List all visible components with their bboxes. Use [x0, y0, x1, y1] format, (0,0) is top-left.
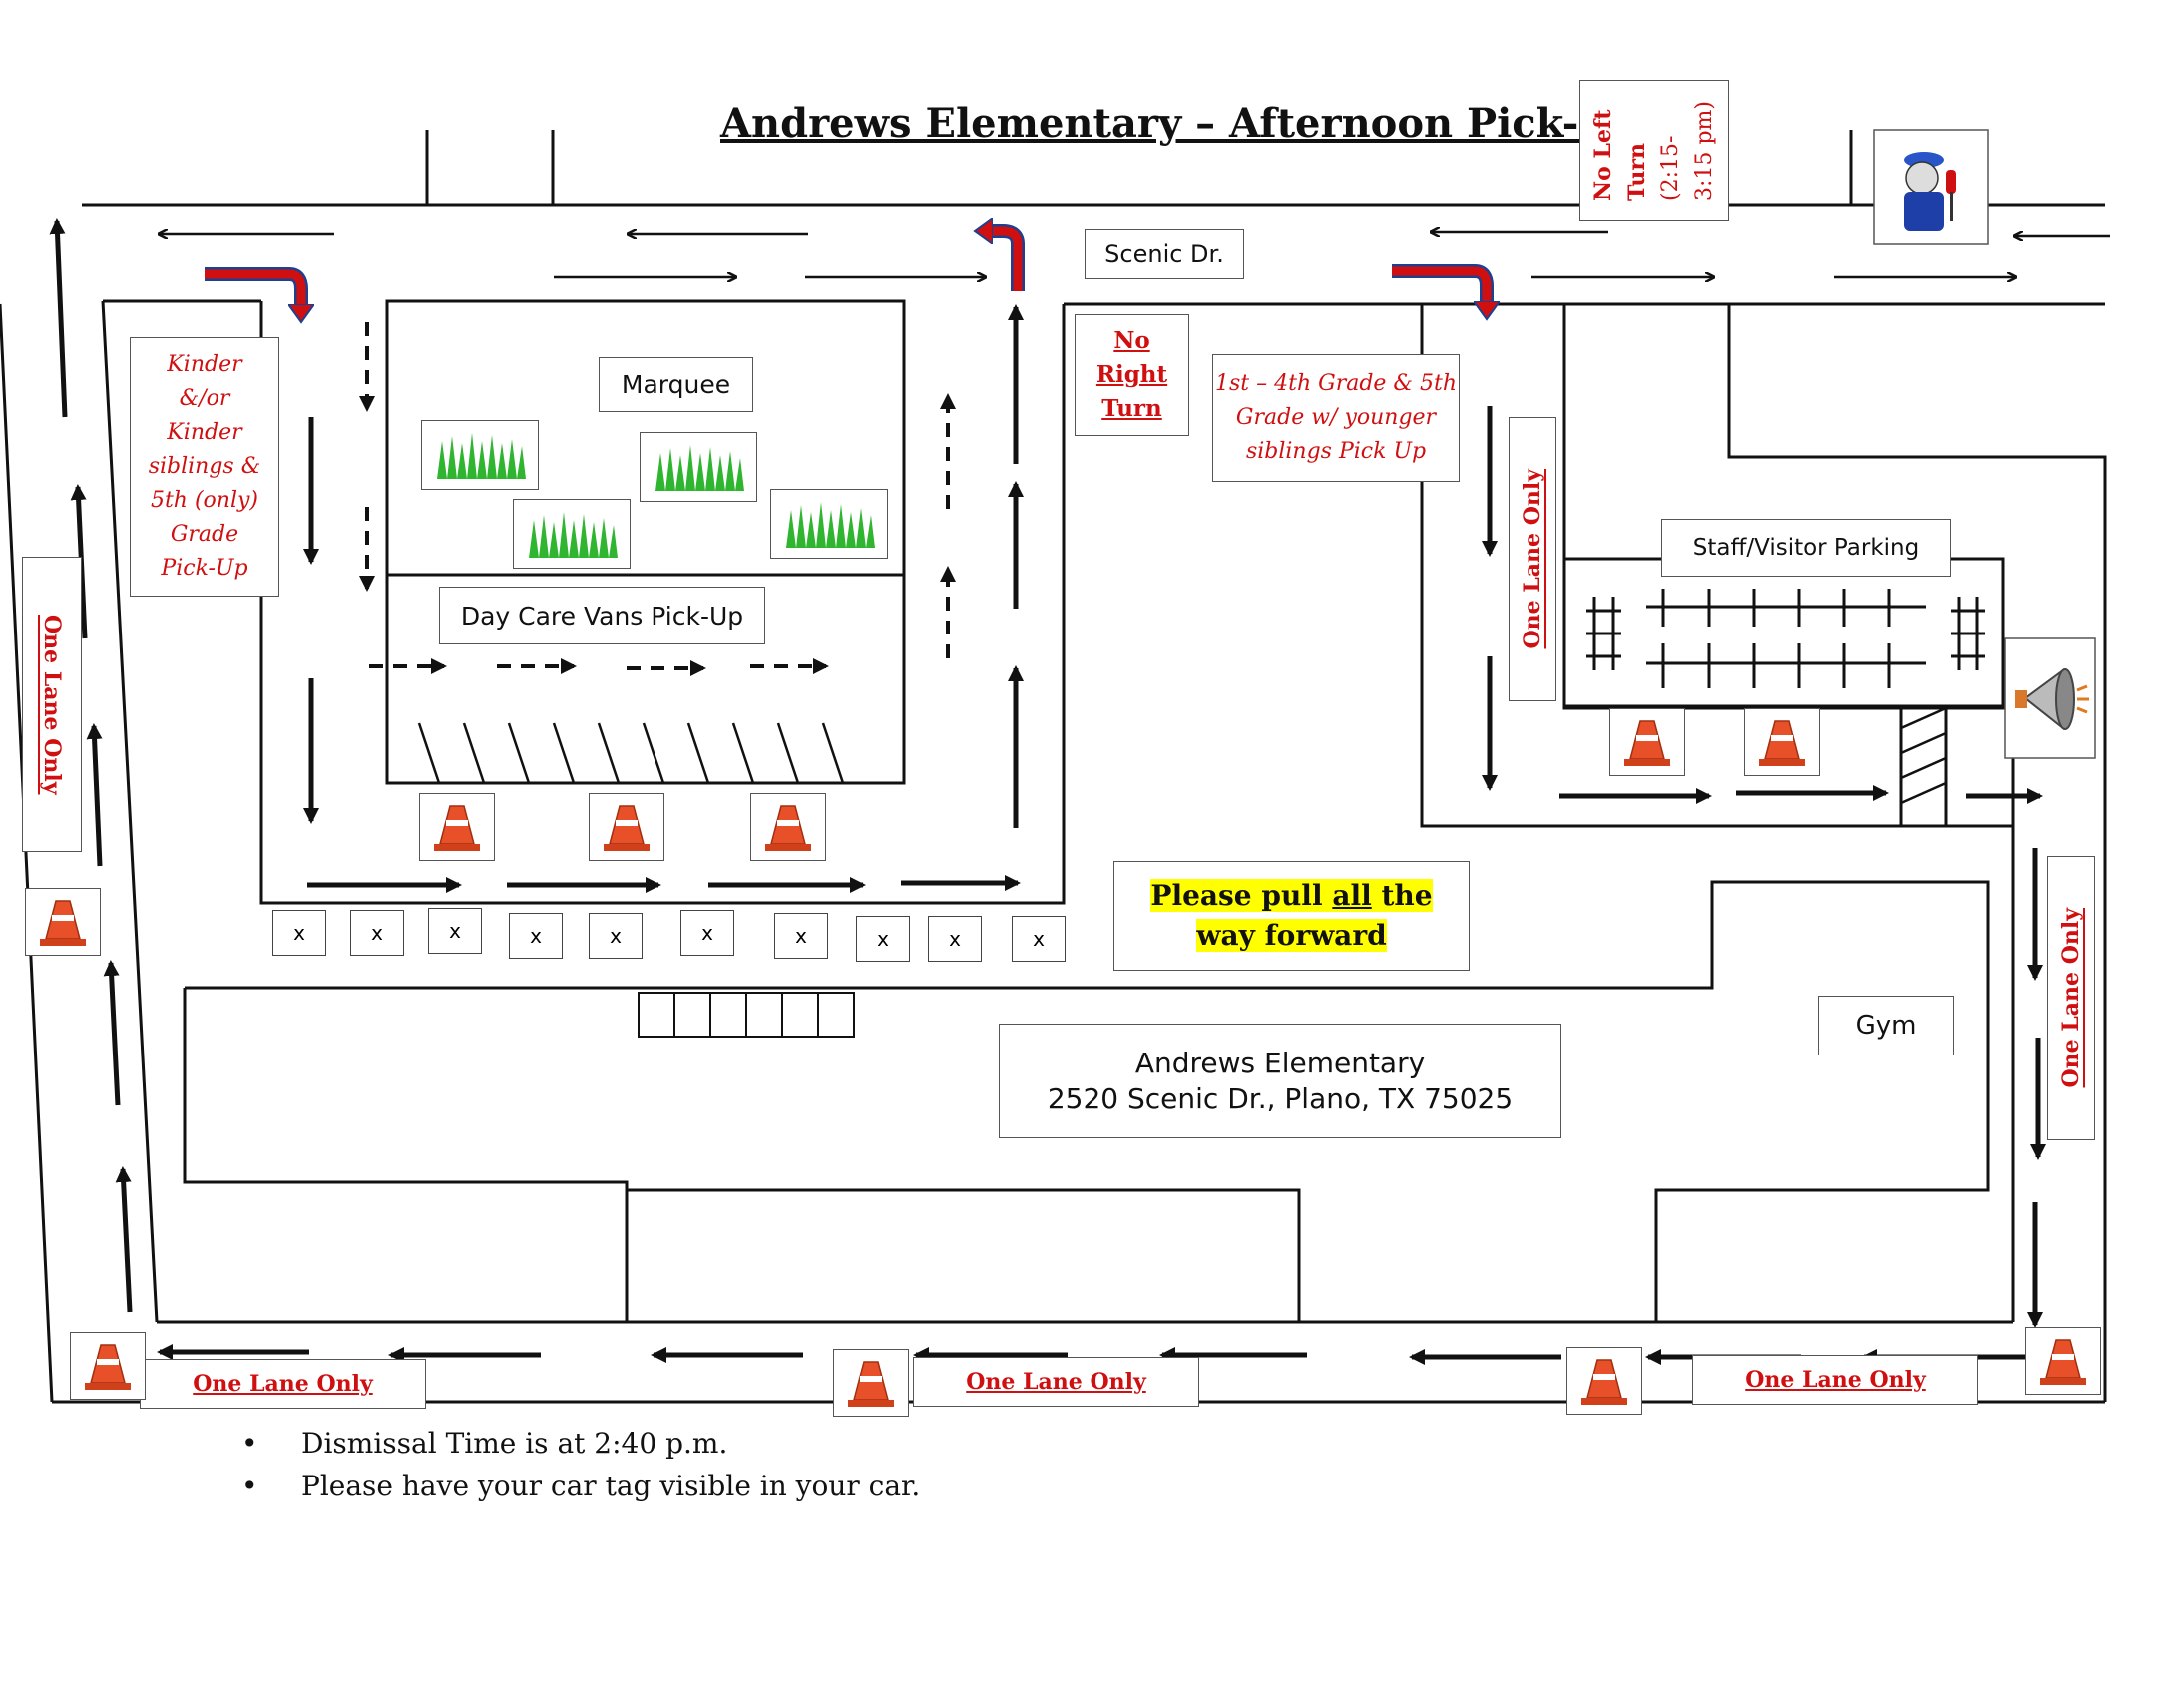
- traffic-officer-icon: [1873, 129, 1989, 245]
- megaphone-icon: [2004, 637, 2096, 759]
- pickup-spot-x: x: [928, 916, 982, 962]
- note-item: •Please have your car tag visible in you…: [241, 1470, 921, 1502]
- scenic-dr-road: [82, 130, 2105, 306]
- school-address: 2520 Scenic Dr., Plano, TX 75025: [1047, 1081, 1514, 1115]
- traffic-cone-icon: [589, 793, 664, 861]
- school-address-label: Andrews Elementary 2520 Scenic Dr., Plan…: [999, 1024, 1561, 1138]
- gym-label: Gym: [1818, 996, 1954, 1055]
- marquee-label: Marquee: [599, 357, 753, 412]
- dashed-arrows: [359, 322, 956, 676]
- street-label: Scenic Dr.: [1085, 229, 1244, 279]
- traffic-cone-icon: [1609, 708, 1685, 776]
- traffic-cone-icon: [419, 793, 495, 861]
- no-left-turn-line4: 3:15 pm): [1692, 101, 1717, 201]
- flow-arrows: [49, 218, 2046, 1365]
- pickup-spot-x: x: [1012, 916, 1066, 962]
- left-road: [0, 300, 159, 1403]
- pickup-spot-x: x: [350, 910, 404, 956]
- notes-list: •Dismissal Time is at 2:40 p.m. •Please …: [241, 1427, 920, 1512]
- pickup-spot-x: x: [680, 910, 734, 956]
- kinder-pickup-label: Kinder &/or Kinder siblings & 5th (only)…: [130, 337, 279, 597]
- van-stripes: [417, 722, 845, 784]
- note-item: •Dismissal Time is at 2:40 p.m.: [241, 1427, 728, 1460]
- no-left-turn-line2: Turn: [1624, 143, 1650, 201]
- grass-icon: [513, 499, 631, 569]
- page-title: Andrews Elementary – Afternoon Pick-Up: [720, 100, 1642, 147]
- crosswalk: [1900, 706, 1947, 805]
- pull-forward-notice: Please pull all the way forward: [1113, 861, 1470, 971]
- pickup-spot-x: x: [856, 916, 910, 962]
- school-name: Andrews Elementary: [1134, 1046, 1426, 1079]
- pickup-spot-x: x: [272, 910, 326, 956]
- no-left-turn-line3: (2:15-: [1658, 135, 1683, 201]
- parking-lines: [1586, 589, 1985, 688]
- one-lane-only-bottom-2: One Lane Only: [913, 1357, 1199, 1407]
- pickup-spot-x: x: [589, 913, 643, 959]
- one-lane-only-left: One Lane Only: [22, 557, 82, 852]
- grades-pickup-label: 1st – 4th Grade & 5th Grade w/ younger s…: [1212, 354, 1460, 482]
- no-right-turn-sign: No Right Turn: [1075, 314, 1189, 436]
- grass-icon: [770, 489, 888, 559]
- traffic-cone-icon: [2025, 1327, 2101, 1395]
- traffic-cone-icon: [25, 888, 101, 956]
- one-lane-only-bottom-3: One Lane Only: [1692, 1355, 1978, 1405]
- staff-parking-label: Staff/Visitor Parking: [1661, 519, 1951, 577]
- traffic-cone-icon: [1744, 708, 1820, 776]
- traffic-cone-icon: [750, 793, 826, 861]
- traffic-cone-icon: [1566, 1347, 1642, 1415]
- one-lane-only-center: One Lane Only: [1509, 417, 1556, 701]
- traffic-cone-icon: [70, 1332, 146, 1400]
- pickup-spot-x: x: [774, 913, 828, 959]
- one-lane-only-bottom-1: One Lane Only: [140, 1359, 426, 1409]
- grass-icon: [640, 432, 757, 502]
- pickup-spot-x: x: [428, 908, 482, 954]
- building-entry-boxes: [638, 992, 855, 1038]
- no-left-turn-line1: No Left: [1590, 109, 1616, 201]
- daycare-vans-label: Day Care Vans Pick-Up: [439, 587, 765, 644]
- pickup-spot-x: x: [509, 913, 563, 959]
- traffic-cone-icon: [833, 1349, 909, 1417]
- turn-arrows: [205, 231, 1487, 314]
- one-lane-only-right: One Lane Only: [2047, 856, 2095, 1140]
- scenic-traffic-arrows: [160, 232, 2110, 277]
- kinder-loop: [259, 299, 1066, 905]
- grass-icon: [421, 420, 539, 490]
- school-building: [52, 880, 2105, 1404]
- no-left-turn-sign: No Left Turn (2:15- 3:15 pm): [1579, 80, 1729, 221]
